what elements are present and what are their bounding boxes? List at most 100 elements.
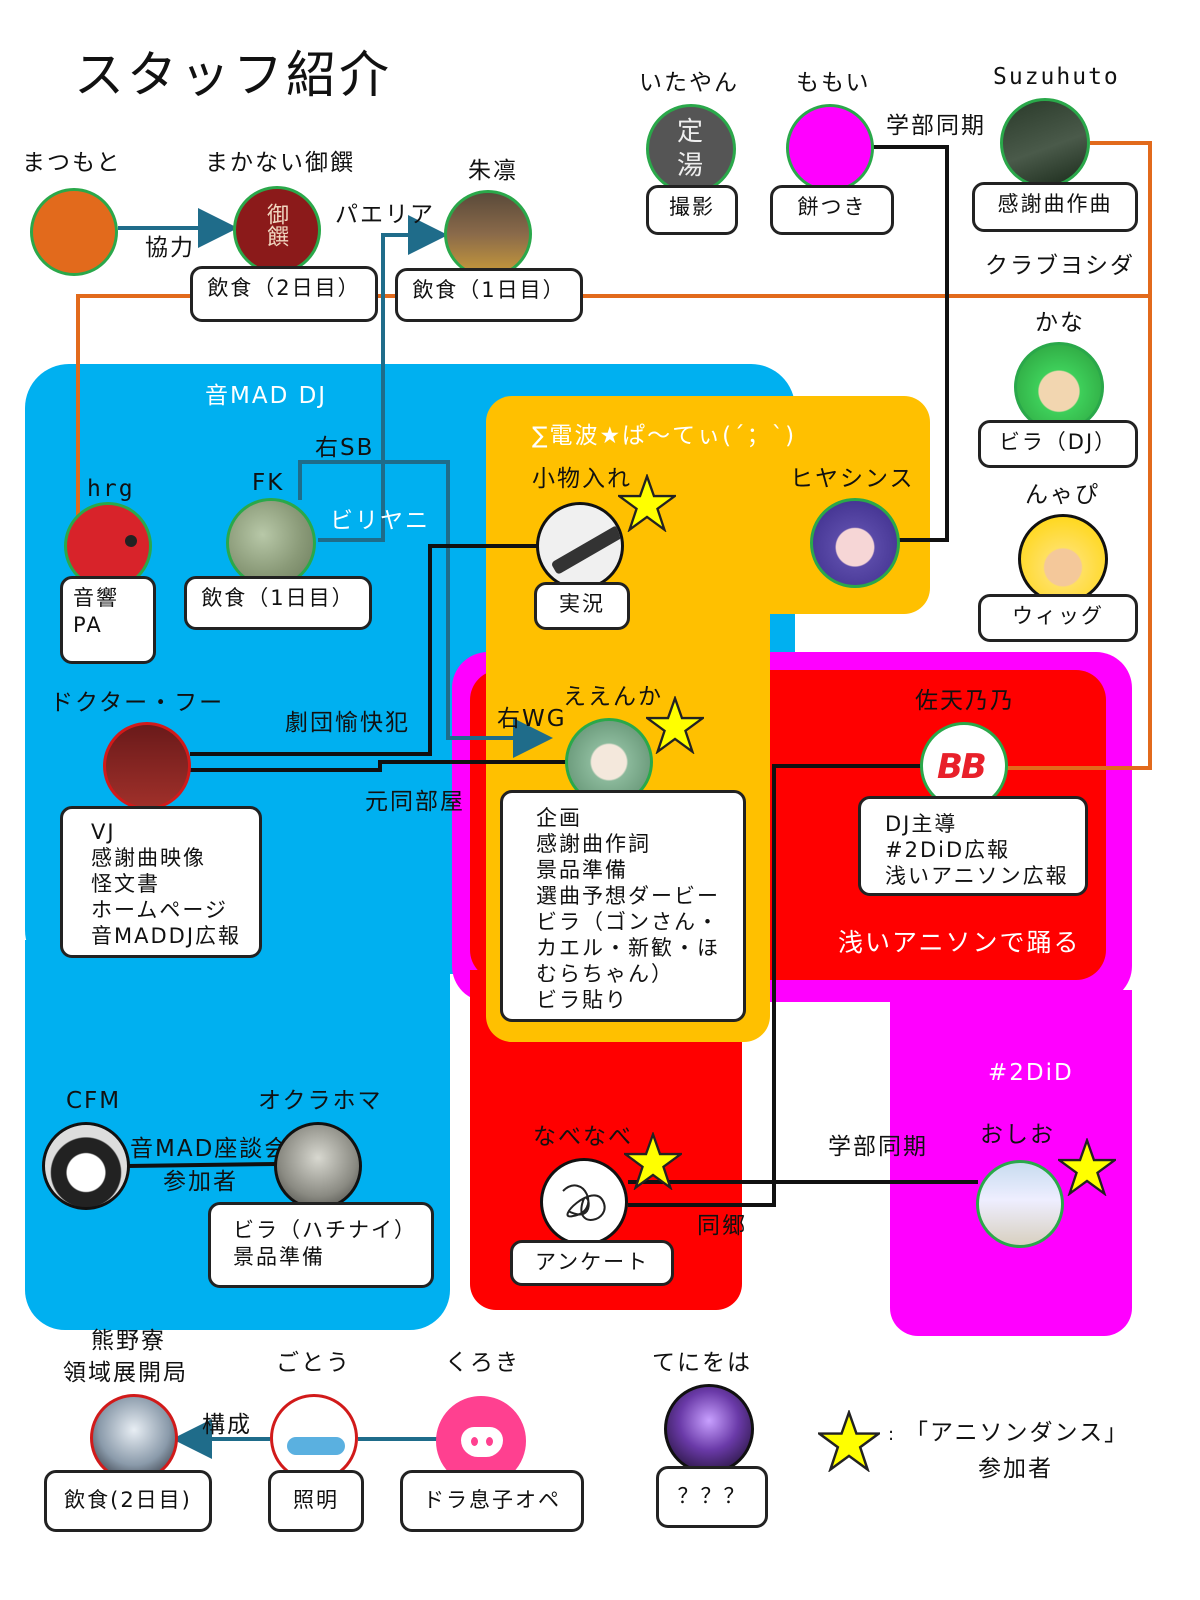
star-icon-nabenabe xyxy=(624,1132,682,1190)
name-satenono: 佐天乃乃 xyxy=(915,688,1015,714)
role-nabenabe: アンケート xyxy=(535,1250,650,1274)
name-matsumoto: まつもと xyxy=(22,150,122,176)
role-box-komono: 実況 xyxy=(534,582,630,630)
role-shurin: 飲食（1日目） xyxy=(412,278,566,302)
knife-icon xyxy=(550,524,621,576)
role-box-kana: ビラ（DJ） xyxy=(978,420,1138,468)
relation-moto-dobeya: 元同部屋 xyxy=(365,789,465,815)
name-hyacinth: ヒヤシンス xyxy=(790,466,915,492)
group-label-two-did: #2DiD xyxy=(988,1060,1074,1086)
avatar-doctor-fu[interactable] xyxy=(103,722,191,810)
role-oklahoma-line1: ビラ（ハチナイ） xyxy=(233,1218,417,1242)
legend-colon: : xyxy=(888,1424,897,1445)
avatar-momoi[interactable] xyxy=(786,104,874,192)
teiyu-stamp-icon: 定湯 xyxy=(677,117,704,181)
role-hrg-line1: 音響 xyxy=(73,586,119,610)
avatar-oshio[interactable] xyxy=(976,1160,1064,1248)
name-shurin: 朱凛 xyxy=(468,158,518,184)
role-box-nyapi: ウィッグ xyxy=(978,594,1138,642)
relation-club-yoshida: クラブヨシダ xyxy=(985,253,1135,279)
name-hrg: hrg xyxy=(87,476,135,502)
role-kuroki: ドラ息子オペ xyxy=(423,1488,561,1512)
role-goto: 照明 xyxy=(293,1488,339,1512)
role-eenka-line7: むらちゃん） xyxy=(536,962,674,986)
role-oklahoma-line2: 景品準備 xyxy=(233,1245,325,1269)
camera-icon xyxy=(125,535,137,547)
role-fk: 飲食（1日目） xyxy=(201,586,355,610)
name-suzuhuto: Suzuhuto xyxy=(993,64,1120,90)
role-box-makanai: 飲食（2日目） xyxy=(190,266,378,322)
avatar-nyapi[interactable] xyxy=(1018,514,1108,604)
avatar-hrg[interactable] xyxy=(64,502,152,590)
star-icon-oshio xyxy=(1058,1138,1116,1196)
role-nyapi: ウィッグ xyxy=(1012,604,1104,628)
role-eenka-line1: 企画 xyxy=(536,806,582,830)
role-eenka-line2: 感謝曲作詞 xyxy=(536,832,651,856)
relation-biriyani: ビリヤニ xyxy=(330,508,430,534)
avatar-hyacinth[interactable] xyxy=(810,498,900,588)
name-nabenabe: なべなべ xyxy=(533,1124,633,1150)
role-box-hrg: 音響 PA xyxy=(60,576,156,664)
legend-star-icon xyxy=(818,1410,880,1472)
role-box-momoi: 餅つき xyxy=(770,185,894,235)
star-icon-komono xyxy=(618,474,676,532)
name-eenka: ええんか xyxy=(563,684,663,710)
role-momoi: 餅つき xyxy=(797,195,867,219)
name-nyapi: んゃぴ xyxy=(1025,482,1100,508)
role-komono: 実況 xyxy=(559,592,605,616)
avatar-goto[interactable] xyxy=(270,1394,358,1482)
name-kuroki: くろき xyxy=(445,1350,520,1376)
relation-migi-sb: 右SB xyxy=(315,435,375,461)
bb-logo-icon: BB xyxy=(937,747,987,787)
discord-logo-icon xyxy=(461,1427,503,1457)
role-eenka-line8: ビラ貼り xyxy=(536,988,628,1012)
avatar-kumano[interactable] xyxy=(90,1394,178,1482)
avatar-fk[interactable] xyxy=(226,498,316,588)
relation-zadankai-line1: 音MAD座談会 xyxy=(130,1136,290,1162)
name-itayan: いたやん xyxy=(639,70,739,96)
role-itayan: 撮影 xyxy=(669,195,715,219)
role-box-kuroki: ドラ息子オペ xyxy=(400,1470,584,1532)
avatar-satenono[interactable]: BB xyxy=(920,722,1008,810)
role-box-doctor-fu: VJ 感謝曲映像 怪文書 ホームページ 音MADDJ広報 xyxy=(60,806,262,958)
role-makanai: 飲食（2日目） xyxy=(207,276,361,300)
avatar-nabenabe[interactable] xyxy=(540,1158,628,1246)
role-doctor-fu-line3: 怪文書 xyxy=(91,872,160,896)
avatar-tenioha[interactable] xyxy=(664,1384,754,1474)
name-momoi: ももい xyxy=(796,70,871,96)
avatar-itayan[interactable]: 定湯 xyxy=(646,104,736,194)
star-icon-eenka xyxy=(646,696,704,754)
role-doctor-fu-line1: VJ xyxy=(91,820,116,844)
role-doctor-fu-line5: 音MADDJ広報 xyxy=(91,924,242,948)
line-cfm-oklahoma xyxy=(127,1162,277,1168)
avatar-kana[interactable] xyxy=(1014,342,1104,432)
avatar-cfm[interactable] xyxy=(42,1122,130,1210)
avatar-matsumoto[interactable] xyxy=(30,188,118,276)
relation-gakubu-doki-1: 学部同期 xyxy=(886,113,986,139)
role-hrg-line2: PA xyxy=(73,613,103,637)
relation-zadankai-line2: 参加者 xyxy=(163,1169,238,1195)
role-eenka-line4: 選曲予想ダービー xyxy=(536,884,720,908)
avatar-suzuhuto[interactable] xyxy=(1000,98,1090,188)
name-kumano-line2: 領域展開局 xyxy=(63,1360,188,1386)
avatar-makanai[interactable]: 御饌 xyxy=(233,186,321,274)
role-box-fk: 飲食（1日目） xyxy=(184,576,372,630)
role-box-suzuhuto: 感謝曲作曲 xyxy=(972,182,1138,232)
role-box-shurin: 飲食（1日目） xyxy=(395,268,583,322)
group-label-asai-anison: 浅いアニソンで踊る xyxy=(838,928,1081,957)
role-eenka-line5: ビラ（ゴンさん・ xyxy=(536,910,720,934)
relation-paella: パエリア xyxy=(335,202,435,228)
role-doctor-fu-line4: ホームページ xyxy=(91,898,228,922)
role-tenioha: ？？？ xyxy=(677,1484,747,1508)
avatar-komono[interactable] xyxy=(536,502,624,590)
avatar-shurin[interactable] xyxy=(444,190,532,278)
relation-kosei: 構成 xyxy=(202,1412,252,1438)
avatar-oklahoma[interactable] xyxy=(274,1122,362,1210)
role-satenono-line3: 浅いアニソン広報 xyxy=(885,864,1069,888)
role-eenka-line3: 景品準備 xyxy=(536,858,628,882)
role-kumano: 飲食(2日目) xyxy=(64,1488,192,1512)
line-fk-shurin xyxy=(318,215,448,542)
name-kumano-line1: 熊野寮 xyxy=(91,1328,166,1354)
role-box-goto: 照明 xyxy=(268,1470,364,1532)
